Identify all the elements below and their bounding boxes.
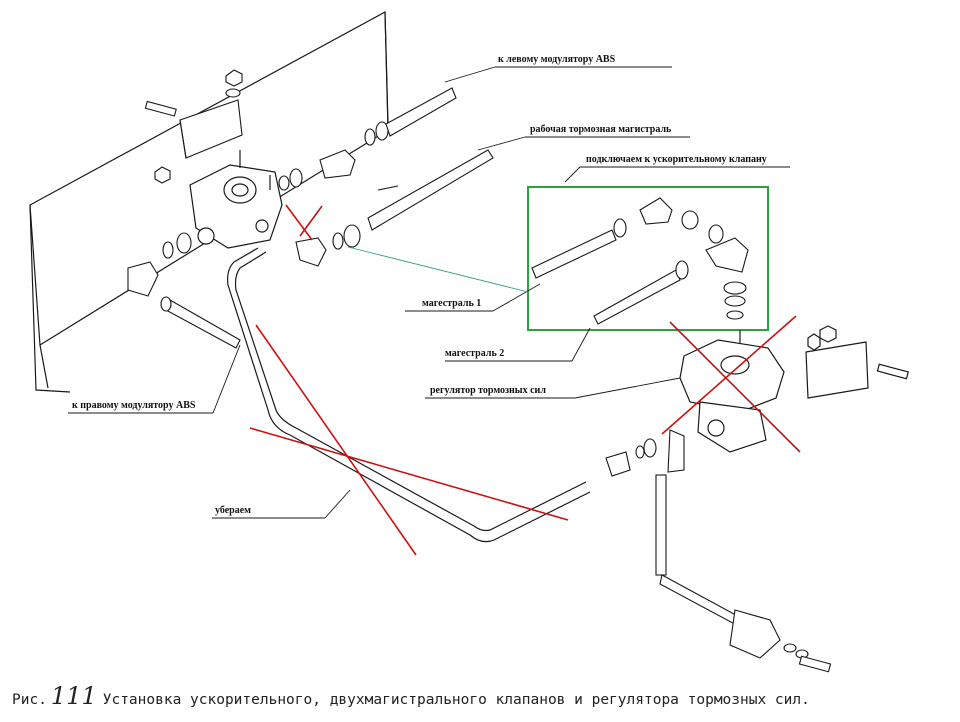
highlight-box (527, 186, 769, 331)
label-brake-line: рабочая тормозная магистраль (530, 124, 672, 135)
brake-force-regulator (679, 325, 910, 453)
label-remove: убераем (215, 505, 251, 516)
label-left-abs: к левому модулятору ABS (498, 54, 616, 65)
leader-lines (68, 66, 790, 519)
caption-prefix: Рис. (12, 692, 47, 708)
label-right-abs: к правому модулятору ABS (72, 400, 196, 411)
label-connect: подключаем к ускорительному клапану (586, 154, 767, 165)
regulator-linkage (605, 429, 832, 673)
top-fittings (127, 87, 494, 297)
right-abs-pipe (160, 296, 241, 349)
removal-crosses (249, 204, 801, 556)
figure-caption: Рис.111 Установка ускорительного, двухмаг… (12, 682, 952, 710)
rear-pipe (227, 247, 591, 543)
caption-number: 111 (50, 682, 97, 710)
caption-text: Установка ускорительного, двухмагистраль… (102, 692, 810, 708)
accelerator-valve (189, 150, 283, 249)
leader-line-link (347, 246, 529, 293)
top-bracket (144, 69, 243, 184)
label-regulator: регулятор тормозных сил (430, 385, 546, 396)
label-line-2: магестраль 2 (445, 348, 504, 359)
label-line-1: магестраль 1 (422, 298, 481, 309)
